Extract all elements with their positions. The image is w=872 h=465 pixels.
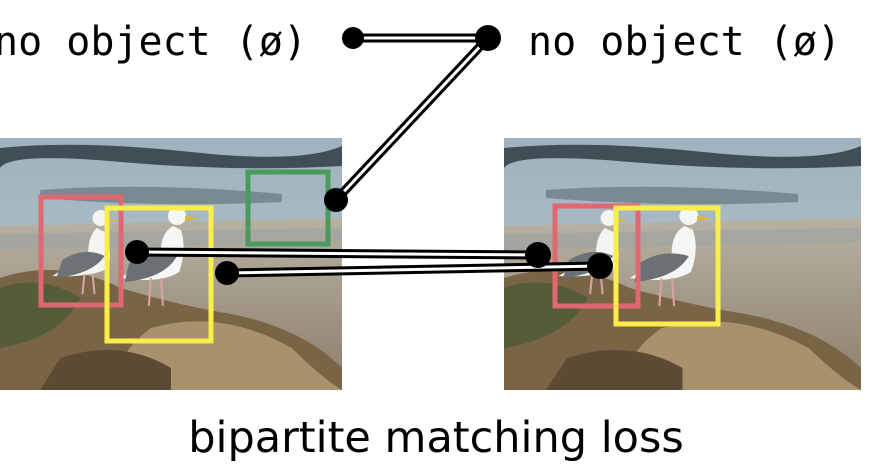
- left-yellow-box: [104, 205, 214, 344]
- left-image: [0, 138, 342, 390]
- node-left-yellow: [125, 240, 149, 264]
- node-right-null: [475, 25, 501, 51]
- caption: bipartite matching loss: [188, 413, 684, 463]
- label-no-object-left: no object (ø): [0, 19, 308, 65]
- label-no-object-right: no object (ø): [528, 19, 842, 65]
- node-left-green: [324, 188, 348, 212]
- right-red-box: [552, 203, 641, 309]
- node-left-red: [215, 261, 239, 285]
- node-right-red: [525, 242, 551, 268]
- node-right-yellow: [587, 253, 613, 279]
- match-edge-green-to-null: [331, 33, 493, 205]
- node-left-null: [342, 27, 364, 49]
- match-edge-yellow-to-red: [132, 247, 543, 260]
- right-yellow-box: [613, 205, 721, 327]
- left-red-box: [38, 194, 124, 308]
